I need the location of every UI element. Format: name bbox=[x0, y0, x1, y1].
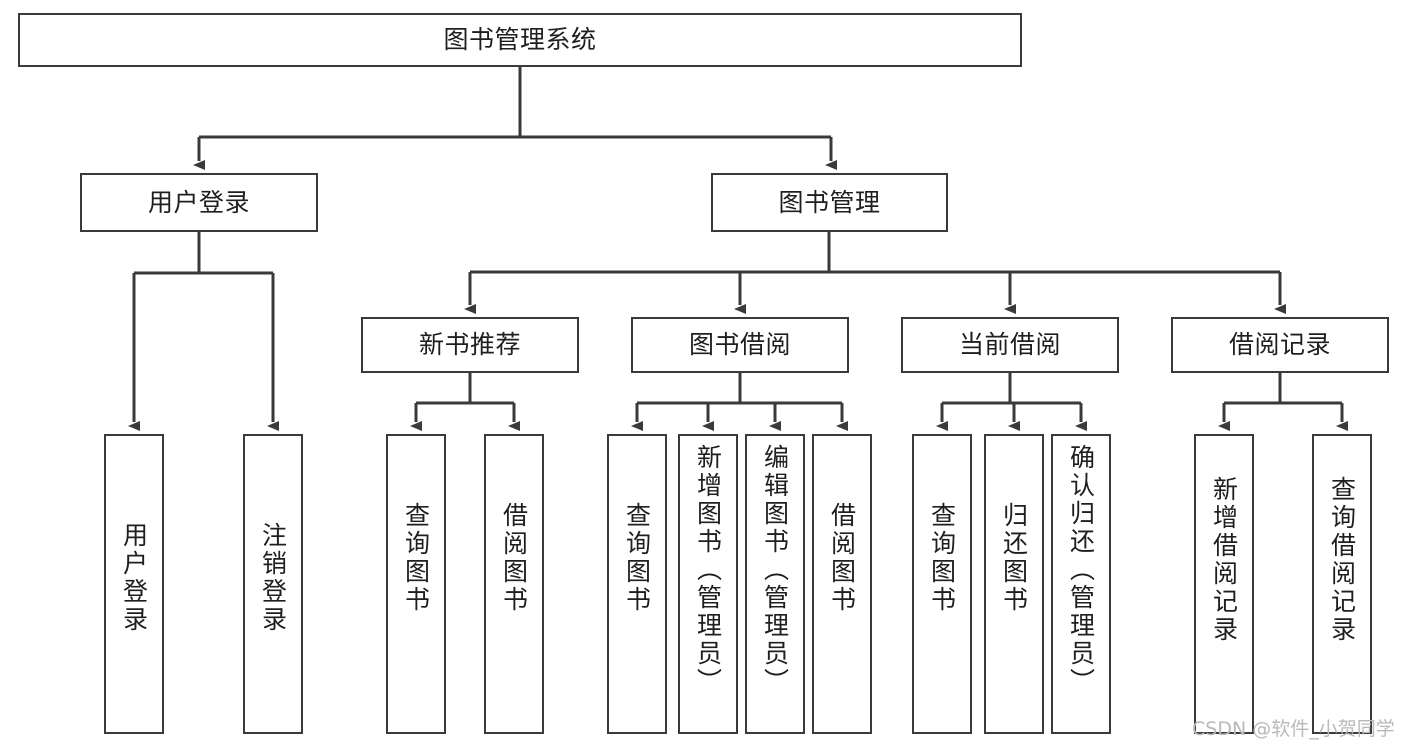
leaf-borrow-book-recommend[interactable]: 借阅图书 bbox=[484, 434, 544, 734]
leaf-add-borrow-record[interactable]: 新增借阅记录 bbox=[1194, 434, 1254, 734]
node-label: 借阅图书 bbox=[499, 502, 529, 614]
leaf-query-borrow-record[interactable]: 查询借阅记录 bbox=[1312, 434, 1372, 734]
leaf-confirm-return-admin[interactable]: 确认归还（管理员） bbox=[1051, 434, 1111, 734]
node-book-manage[interactable]: 图书管理 bbox=[711, 173, 948, 232]
leaf-edit-book-admin[interactable]: 编辑图书（管理员） bbox=[745, 434, 805, 734]
node-root[interactable]: 图书管理系统 bbox=[18, 13, 1022, 67]
node-label: 借阅记录 bbox=[1228, 330, 1331, 360]
node-current-borrow[interactable]: 当前借阅 bbox=[901, 317, 1119, 373]
leaf-logout[interactable]: 注销登录 bbox=[243, 434, 303, 734]
node-label: 图书管理 bbox=[778, 187, 881, 217]
node-label: 查询借阅记录 bbox=[1327, 476, 1357, 644]
node-label: 归还图书 bbox=[999, 502, 1029, 614]
node-label: 图书借阅 bbox=[688, 330, 791, 360]
leaf-query-book-borrow[interactable]: 查询图书 bbox=[607, 434, 667, 734]
node-label: 用户登录 bbox=[147, 187, 250, 217]
node-borrow-record[interactable]: 借阅记录 bbox=[1171, 317, 1389, 373]
leaf-query-book-current[interactable]: 查询图书 bbox=[912, 434, 972, 734]
node-label: 新书推荐 bbox=[418, 330, 521, 360]
leaf-return-book[interactable]: 归还图书 bbox=[984, 434, 1044, 734]
node-label: 图书管理系统 bbox=[443, 25, 597, 55]
node-book-borrow[interactable]: 图书借阅 bbox=[631, 317, 849, 373]
node-label: 查询图书 bbox=[927, 502, 957, 614]
node-label: 用户登录 bbox=[119, 522, 149, 634]
node-label: 新增图书（管理员） bbox=[693, 444, 723, 696]
node-label: 注销登录 bbox=[258, 522, 288, 634]
node-label: 编辑图书（管理员） bbox=[760, 444, 790, 696]
watermark: CSDN @软件_小贺同学 bbox=[1192, 718, 1395, 740]
node-label: 查询图书 bbox=[401, 502, 431, 614]
node-label: 当前借阅 bbox=[958, 330, 1061, 360]
node-new-book-recommend[interactable]: 新书推荐 bbox=[361, 317, 579, 373]
leaf-add-book-admin[interactable]: 新增图书（管理员） bbox=[678, 434, 738, 734]
node-label: 查询图书 bbox=[622, 502, 652, 614]
node-label: 借阅图书 bbox=[827, 502, 857, 614]
node-user-login[interactable]: 用户登录 bbox=[80, 173, 318, 232]
leaf-borrow-book[interactable]: 借阅图书 bbox=[812, 434, 872, 734]
node-label: 确认归还（管理员） bbox=[1066, 444, 1096, 696]
node-label: 新增借阅记录 bbox=[1209, 476, 1239, 644]
leaf-query-book-recommend[interactable]: 查询图书 bbox=[386, 434, 446, 734]
leaf-user-login[interactable]: 用户登录 bbox=[104, 434, 164, 734]
